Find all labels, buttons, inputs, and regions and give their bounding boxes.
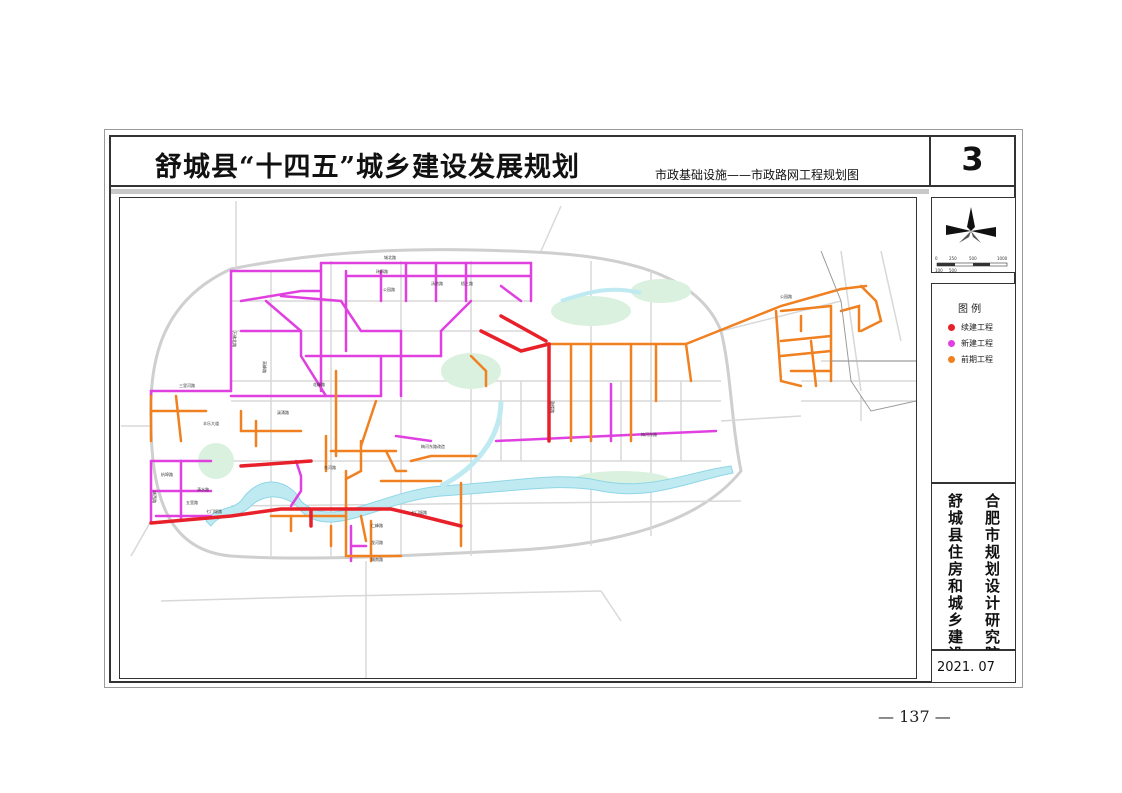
continuing-roads [149, 314, 551, 528]
road-label: 城北路 [384, 254, 396, 260]
road-label: 花峰路 [313, 381, 325, 387]
map-canvas: 城北路 玮四路 公园路 汤池路 梧三路 万佛北路 高峰路 花峰路 梅河东路 七门… [121, 201, 916, 678]
road-label: 梅河东路 [641, 431, 657, 437]
road-label: 汤池路 [431, 280, 443, 286]
north-arrow-icon [967, 207, 975, 231]
ring-road [149, 248, 743, 560]
legend-item-new: 新建工程 [948, 338, 993, 349]
map-title: 舒城县“十四五”城乡建设发展规划 [155, 152, 581, 183]
compass-scale: 0 250 500 1000 100 500 [935, 207, 1008, 273]
road-label: 万佛北路 [232, 331, 238, 347]
title-box [109, 135, 929, 187]
town-east [820, 250, 916, 412]
road-label: 城南路 [371, 556, 383, 562]
svg-text:100: 100 [935, 268, 943, 273]
date-box [931, 650, 1016, 683]
svg-text:1000: 1000 [997, 256, 1008, 261]
road-label: 鼓楼路 [550, 401, 556, 413]
river [205, 465, 734, 527]
road-label: 杭埠路 [161, 471, 173, 477]
road-label: 七门堰路 [206, 508, 222, 514]
road-label: 七门堰路 [411, 509, 427, 515]
road-label: 玮四路 [376, 268, 388, 274]
road-label: 公园路 [780, 293, 792, 299]
red-dot-icon [948, 324, 955, 331]
credits-box [931, 483, 1016, 650]
page-number: — 137 — [878, 707, 951, 726]
road-label: 三里河路 [179, 382, 195, 388]
legend-box [931, 283, 1016, 483]
legend-title: 图 例 [958, 304, 982, 315]
road-label: 东河路 [324, 464, 336, 470]
road-label: 城西路 [152, 491, 158, 503]
svg-text:0: 0 [935, 256, 938, 261]
road-labels: 城北路 玮四路 公园路 汤池路 梧三路 万佛北路 高峰路 花峰路 梅河东路 七门… [152, 254, 792, 562]
orange-dot-icon [948, 356, 955, 363]
road-label: 清水路 [197, 486, 209, 492]
road-label: 丰乐大道 [203, 420, 219, 426]
green-areas [198, 279, 691, 491]
legend-item-continuing: 续建工程 [948, 322, 993, 333]
road-network-map[interactable]: 城北路 玮四路 公园路 汤池路 梧三路 万佛北路 高峰路 花峰路 梅河东路 七门… [119, 197, 917, 679]
svg-text:500: 500 [969, 256, 977, 261]
new-roads [149, 261, 718, 563]
road-label: 高峰路 [262, 361, 268, 373]
road-label: 溪涌路 [277, 409, 289, 415]
preliminary-roads [149, 284, 883, 563]
sheet-number: 3 [961, 140, 984, 178]
svg-text:500: 500 [949, 268, 957, 273]
title-band [111, 189, 929, 194]
river-branch-north [560, 287, 642, 303]
road-label: 龙河路 [371, 539, 383, 545]
legend-item-preliminary: 前期工程 [948, 354, 993, 365]
sheet-number-box [929, 135, 1016, 187]
river-branch [439, 400, 504, 489]
magenta-dot-icon [948, 340, 955, 347]
road-label: 公园路 [383, 286, 395, 292]
svg-text:250: 250 [949, 256, 957, 261]
designer-credit: 合肥市规划设计研究院 [983, 493, 1001, 663]
road-label: 梧三路 [461, 280, 473, 286]
road-label: 五里路 [186, 499, 198, 505]
road-label: 仁峰路 [371, 522, 383, 528]
map-subtitle: 市政基础设施——市政路网工程规划图 [655, 168, 860, 182]
road-label: 梅河东路改造 [421, 443, 445, 449]
owner-credit: 舒城县住房和城乡建设局 [946, 493, 964, 680]
map-date: 2021. 07 [937, 660, 995, 675]
